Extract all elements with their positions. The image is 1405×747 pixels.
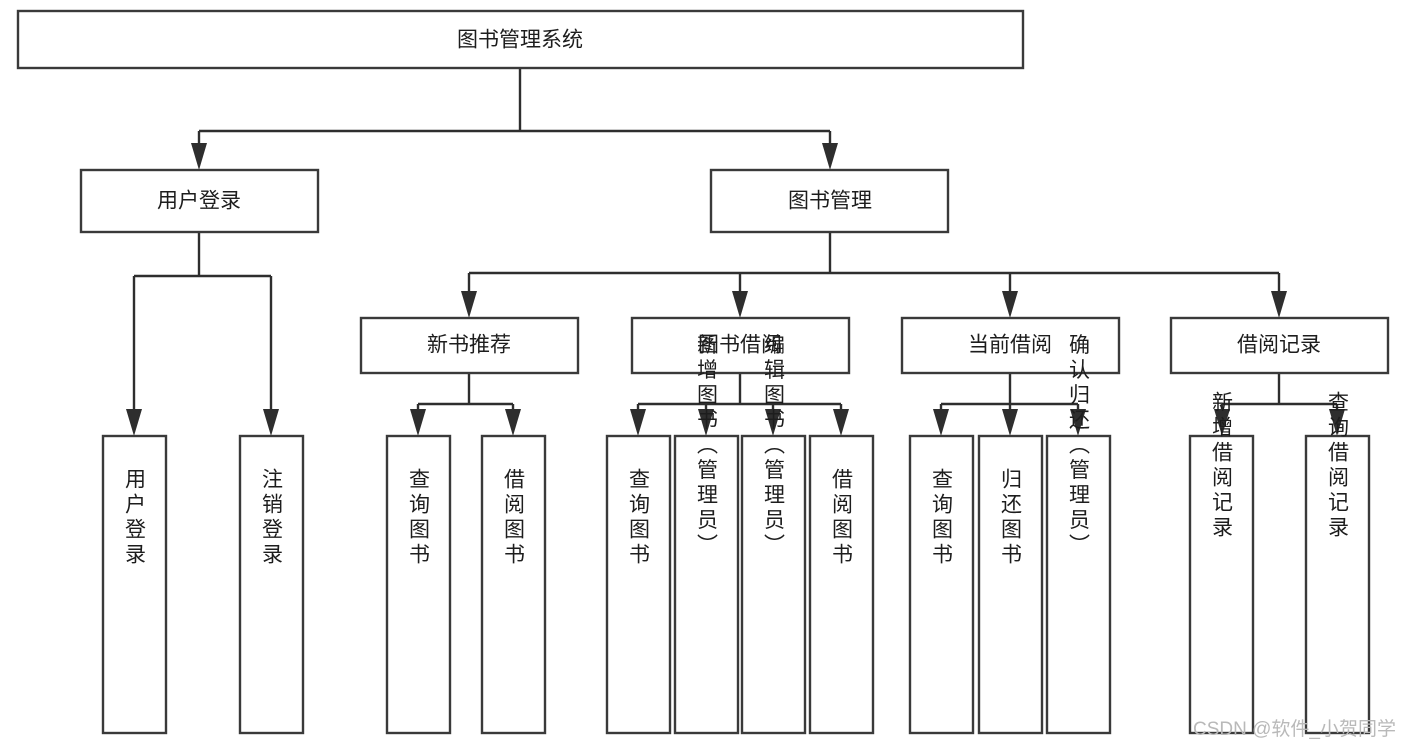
leaf-return-book[interactable]: 归还图书 [977,434,1044,735]
leaf-return-book-label: 归还图书 [999,468,1023,568]
arrow-leaf-add-book [698,409,714,436]
leaf-add-book[interactable]: 新增图书（管理员） [673,334,740,735]
leaf-borrow-book-1-box[interactable] [480,434,547,735]
leaf-query-book-3[interactable]: 查询图书 [908,434,975,735]
node-current-borrow[interactable]: 当前借阅 [900,316,1121,375]
leaf-borrow-book-2-label: 借阅图书 [830,468,854,568]
leaf-user-login-box[interactable] [101,434,168,735]
leaf-query-book-3-box[interactable] [908,434,975,735]
arrow-leaf-edit-book [765,409,781,436]
leaf-logout-login[interactable]: 注销登录 [238,434,305,735]
arrow-to-book-manage [822,143,838,170]
node-book-borrow-label: 图书借阅 [698,334,782,357]
node-book-manage-box[interactable] [709,168,950,234]
leaf-logout-login-box[interactable] [238,434,305,735]
arrow-leaf-query-book-1 [410,409,426,436]
leaf-query-book-2[interactable]: 查询图书 [605,434,672,735]
node-current-borrow-label: 当前借阅 [968,334,1052,357]
leaf-query-book-1[interactable]: 查询图书 [385,434,452,735]
leaf-add-book-label: 新增图书（管理员） [695,334,719,559]
node-user-login-label: 用户登录 [157,190,241,213]
node-new-book-recommend-box[interactable] [359,316,580,375]
leaf-query-book-1-box[interactable] [385,434,452,735]
arrow-to-user-login [191,143,207,170]
node-borrow-record[interactable]: 借阅记录 [1169,316,1390,375]
leaf-query-record-label: 查询借阅记录 [1326,391,1350,541]
arrow-to-borrow-record [1271,291,1287,318]
leaf-query-book-2-box[interactable] [605,434,672,735]
csdn-watermark: CSDN @软件_小贺同学 [1193,718,1396,740]
leaf-edit-book-label: 编辑图书（管理员） [762,334,786,559]
node-root[interactable]: 图书管理系统 [16,9,1025,70]
connectors-layer [126,68,1345,436]
leaf-add-record-box[interactable] [1188,434,1255,735]
node-user-login[interactable]: 用户登录 [79,168,320,234]
node-user-login-box[interactable] [79,168,320,234]
arrow-leaf-user-login [126,409,142,436]
arrow-leaf-return-book [1002,409,1018,436]
arrow-leaf-query-book-2 [630,409,646,436]
leaf-user-login-label: 用户登录 [123,468,147,568]
leaf-add-book-box[interactable] [673,434,740,735]
leaf-query-record-box[interactable] [1304,434,1371,735]
leaf-confirm-return-label: 确认归还（管理员） [1067,334,1091,559]
leaf-borrow-book-2-box[interactable] [808,434,875,735]
node-new-book-recommend[interactable]: 新书推荐 [359,316,580,375]
leaf-query-book-2-label: 查询图书 [627,468,651,568]
node-borrow-record-label: 借阅记录 [1237,334,1321,357]
leaf-add-record[interactable]: 新增借阅记录 [1188,391,1255,735]
arrow-leaf-query-record [1329,409,1345,436]
leaf-confirm-return-box[interactable] [1045,434,1112,735]
node-borrow-record-box[interactable] [1169,316,1390,375]
node-new-book-recommend-label: 新书推荐 [427,334,511,357]
arrow-leaf-query-book-3 [933,409,949,436]
leaf-logout-login-label: 注销登录 [260,468,284,568]
arrow-leaf-logout-login [263,409,279,436]
leaf-edit-book[interactable]: 编辑图书（管理员） [740,334,807,735]
leaf-borrow-book-1-label: 借阅图书 [502,468,526,568]
node-current-borrow-box[interactable] [900,316,1121,375]
leaf-borrow-book-1[interactable]: 借阅图书 [480,434,547,735]
node-book-borrow-box[interactable] [630,316,851,375]
arrow-leaf-add-record [1214,409,1230,436]
arrow-leaf-borrow-book-2 [833,409,849,436]
arrow-to-book-borrow [732,291,748,318]
arrow-leaf-confirm-return [1070,409,1086,436]
node-book-manage-label: 图书管理 [788,190,872,213]
leaf-add-record-label: 新增借阅记录 [1210,391,1234,541]
leaf-query-book-1-label: 查询图书 [407,468,431,568]
arrow-leaf-borrow-book-1 [505,409,521,436]
arrow-to-new-book [461,291,477,318]
leaf-query-book-3-label: 查询图书 [930,468,954,568]
leaf-query-record[interactable]: 查询借阅记录 [1304,391,1371,735]
node-book-manage[interactable]: 图书管理 [709,168,950,234]
node-root-box[interactable] [16,9,1025,70]
node-root-label: 图书管理系统 [457,29,583,52]
leaf-confirm-return[interactable]: 确认归还（管理员） [1045,334,1112,735]
leaf-user-login[interactable]: 用户登录 [101,434,168,735]
leaf-return-book-box[interactable] [977,434,1044,735]
arrow-to-current-borrow [1002,291,1018,318]
leaf-borrow-book-2[interactable]: 借阅图书 [808,434,875,735]
node-book-borrow[interactable]: 图书借阅 [630,316,851,375]
leaf-edit-book-box[interactable] [740,434,807,735]
